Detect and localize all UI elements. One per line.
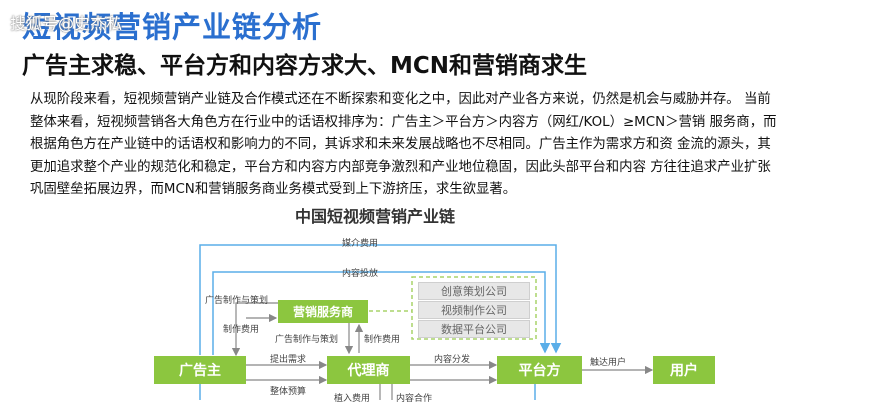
sub-company-data: 数据平台公司 [418,320,530,338]
placement-fee-label: 植入费用 [334,394,371,404]
body-line: 更加追求整个产业的规范化和稳定，平台方和内容方内部竞争激烈和产业地位稳固，因此头… [30,159,771,175]
raise-demand-label: 提出需求 [270,355,307,365]
sub-company-group [411,276,537,340]
ad-planning-label-1: 广告制作与策划 [205,296,269,306]
watermark: 搜狐号@史杰私 [10,14,123,33]
node-marketing-service: 营销服务商 [278,300,368,323]
media-fee-label: 媒介费用 [342,239,379,249]
ad-planning-line-1 [231,302,278,357]
content-cooperation-label: 内容合作 [396,394,433,404]
page-title: 短视频营销产业链分析 [22,10,323,44]
body-paragraph: 从现阶段来看，短视频营销产业链及合作模式还在不断探索和变化之中，因此对产业各方来… [30,89,860,202]
production-fee-label-1: 制作费用 [223,325,260,335]
sub-company-video: 视频制作公司 [418,301,530,319]
body-line: 巩固壁垒拓展边界，而MCN和营销服务商业务模式受到上下游挤压，求生欲显著。 [30,182,517,197]
node-platform: 平台方 [497,356,582,384]
sub-company-creative: 创意策划公司 [418,282,530,300]
ad-planning-label-2: 广告制作与策划 [275,335,339,345]
node-user: 用户 [653,356,715,384]
body-line: 根据角色方在产业链中的话语权和影响力的不同，其诉求和未来发展战略也不尽相同。广告… [30,137,771,152]
production-fee-label-2: 制作费用 [364,335,401,345]
diagram-title: 中国短视频营销产业链 [295,207,456,226]
body-line: 从现阶段来看，短视频营销产业链及合作模式还在不断探索和变化之中，因此对产业各方来… [30,92,771,107]
node-agency: 代理商 [327,356,410,384]
content-delivery-line [212,271,551,355]
overall-budget-label: 整体预算 [270,387,307,397]
content-distribution-label: 内容分发 [434,355,471,365]
reach-users-label: 触达用户 [590,358,627,368]
body-line: 整体来看，短视频营销各大角色方在行业中的话语权排序为：广告主＞平台方＞内容方（网… [30,114,777,130]
node-advertiser: 广告主 [154,356,246,384]
content-delivery-label: 内容投放 [342,269,379,279]
media-fee-line [199,244,562,355]
page-subtitle: 广告主求稳、平台方和内容方求大、MCN和营销商求生 [22,53,588,79]
